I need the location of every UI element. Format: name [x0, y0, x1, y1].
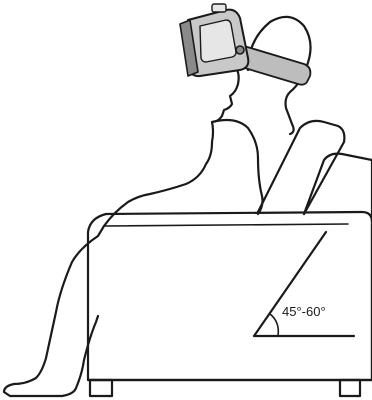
chair-leg-front: [90, 380, 112, 396]
recline-angle-indicator: [254, 232, 354, 336]
chair-back-cushion: [258, 121, 344, 214]
vr-headset-clip: [212, 4, 226, 12]
armchair-arm-line: [104, 224, 348, 226]
angle-range-label: 45°-60°: [282, 304, 326, 319]
chair-back-frame: [304, 154, 372, 380]
armchair-body: [88, 212, 372, 380]
angle-arc: [270, 314, 278, 336]
vr-headset-hinge-icon: [236, 46, 244, 54]
seated-person-outline: [4, 68, 263, 396]
vr-headset-lens-window: [200, 20, 236, 62]
headset-strap: [238, 46, 310, 85]
chair-leg-back: [340, 380, 360, 396]
